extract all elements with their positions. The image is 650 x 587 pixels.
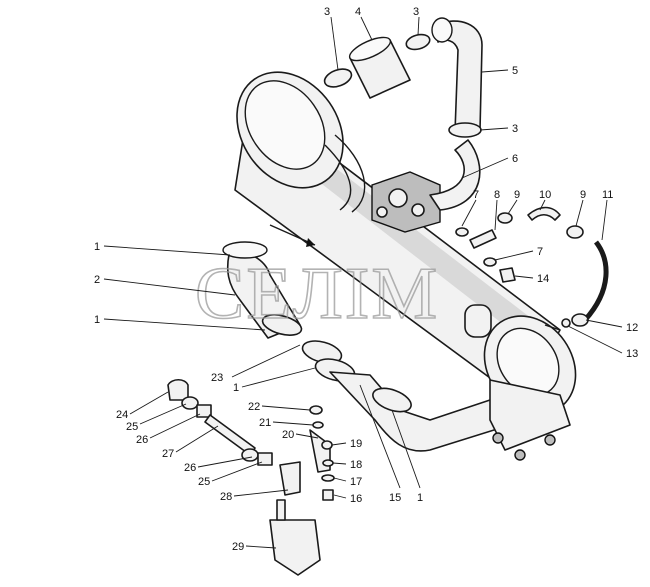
callout-2: 2 — [94, 274, 100, 286]
callout-1: 1 — [94, 314, 100, 326]
small-hardware-left — [167, 378, 321, 576]
callout-11: 11 — [602, 189, 613, 201]
callout-1: 1 — [417, 492, 423, 504]
callout-3: 3 — [324, 6, 330, 18]
air-cleaner-housing — [234, 71, 577, 415]
hose-15 — [329, 371, 511, 452]
end-bracket — [489, 379, 571, 461]
tube-4 — [348, 36, 411, 99]
callout-16: 16 — [350, 493, 362, 505]
callout-25: 25 — [198, 476, 210, 488]
callout-7: 7 — [473, 189, 479, 201]
callout-7: 7 — [537, 246, 543, 258]
callout-26: 26 — [136, 434, 148, 446]
callout-labels: 3 4 3 5 3 6 7 8 9 10 9 11 7 14 12 13 1 2… — [94, 6, 638, 553]
callout-18: 18 — [350, 459, 362, 471]
callout-14: 14 — [537, 273, 549, 285]
callout-20: 20 — [282, 429, 294, 441]
callout-25: 25 — [126, 421, 138, 433]
flow-arrow-head — [306, 238, 315, 247]
callout-27: 27 — [162, 448, 174, 460]
callout-12: 12 — [626, 322, 638, 334]
hose-6 — [429, 139, 481, 211]
callout-10: 10 — [539, 189, 551, 201]
callout-22: 22 — [248, 401, 260, 413]
callout-21: 21 — [259, 417, 271, 429]
callout-3: 3 — [512, 123, 518, 135]
small-hardware-center — [309, 405, 335, 501]
callout-15: 15 — [389, 492, 401, 504]
callout-24: 24 — [116, 409, 128, 421]
callout-23: 23 — [211, 372, 223, 384]
callout-4: 4 — [355, 6, 361, 18]
callout-3: 3 — [413, 6, 419, 18]
callout-13: 13 — [626, 348, 638, 360]
callout-9: 9 — [580, 189, 586, 201]
callout-5: 5 — [512, 65, 518, 77]
leader-lines — [103, 16, 623, 549]
callout-29: 29 — [232, 541, 244, 553]
callout-9: 9 — [514, 189, 520, 201]
callout-6: 6 — [512, 153, 518, 165]
callout-1: 1 — [233, 382, 239, 394]
pump-block — [371, 171, 441, 233]
pipe-5 — [431, 17, 483, 133]
small-hardware-right — [455, 206, 609, 328]
callout-19: 19 — [350, 438, 362, 450]
callout-17: 17 — [350, 476, 362, 488]
callout-28: 28 — [220, 491, 232, 503]
watermark-text: СЕЛІМ — [195, 253, 439, 335]
callout-1: 1 — [94, 241, 100, 253]
callout-8: 8 — [494, 189, 500, 201]
callout-26: 26 — [184, 462, 196, 474]
